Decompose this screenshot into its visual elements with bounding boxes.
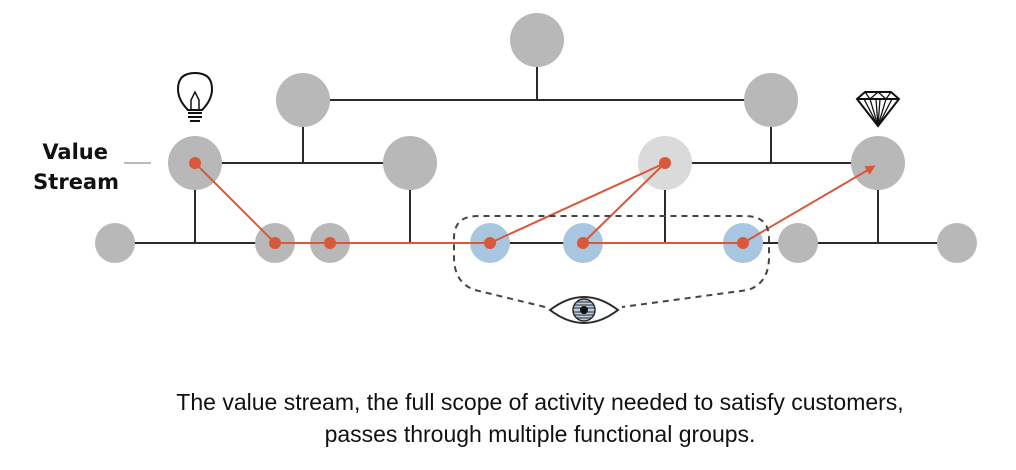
- node-bottom-9: [937, 223, 977, 263]
- caption-line-1: The value stream, the full scope of acti…: [176, 389, 904, 415]
- node-left-manager: [276, 73, 330, 127]
- node-bottom-8: [778, 223, 818, 263]
- node-bottom-1: [95, 223, 135, 263]
- stream-dot: [737, 237, 749, 249]
- stream-dot: [659, 157, 671, 169]
- org-chart-connectors: [115, 40, 957, 244]
- value-stream-label-line2: Stream: [33, 170, 119, 194]
- eye-icon: [548, 296, 620, 324]
- stream-segment-3: [489, 162, 666, 244]
- stream-segment-6: [742, 165, 876, 244]
- stream-dot: [189, 157, 201, 169]
- diamond-icon: [855, 91, 901, 128]
- observation-boundary: [453, 215, 770, 308]
- diagram-caption: The value stream, the full scope of acti…: [0, 386, 1016, 450]
- value-stream-path: [194, 162, 876, 244]
- stream-dot: [577, 237, 589, 249]
- caption-line-2: passes through multiple functional group…: [324, 421, 756, 447]
- node-value-delivery: [851, 136, 905, 190]
- node-root: [510, 13, 564, 67]
- value-stream-label-line1: Value: [42, 140, 108, 164]
- stream-dot: [484, 237, 496, 249]
- stream-segment-1: [194, 162, 276, 244]
- stream-segment-4: [582, 162, 666, 244]
- node-right-manager: [744, 73, 798, 127]
- org-nodes: [95, 13, 977, 263]
- lightbulb-icon: [176, 71, 214, 122]
- stream-dot: [324, 237, 336, 249]
- value-stream-dots: [189, 157, 749, 249]
- stream-dot: [269, 237, 281, 249]
- node-left-team: [383, 136, 437, 190]
